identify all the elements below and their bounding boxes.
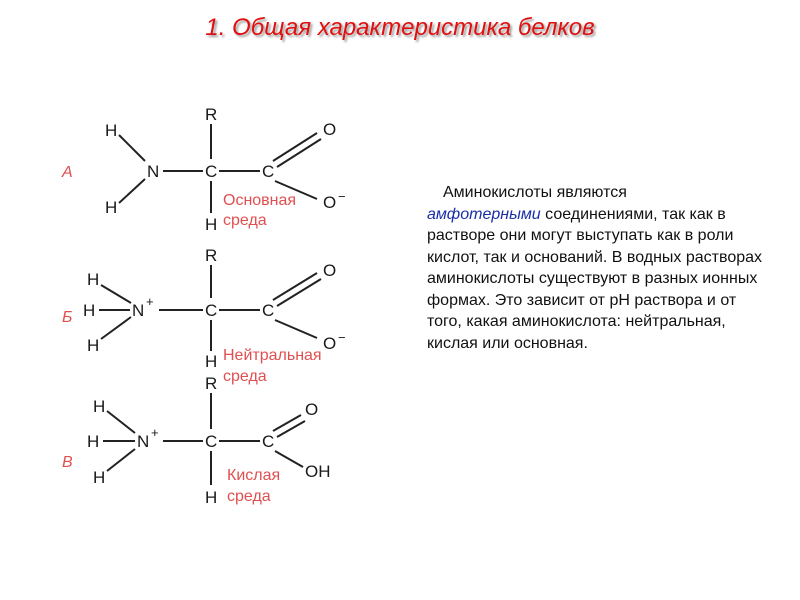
carboxylate-oxygen: O — [323, 193, 336, 212]
carboxyl-carbon: C — [262, 432, 274, 451]
hydrogen-atom: H — [205, 352, 217, 371]
carbonyl-oxygen: O — [305, 400, 318, 419]
nitrogen-atom: N — [147, 162, 159, 181]
panel-v: В H H H N + C R H C O OH Кислая среда — [62, 374, 331, 507]
hydrogen-atom: H — [205, 215, 217, 234]
hydrogen-atom: H — [105, 198, 117, 217]
negative-charge: − — [338, 189, 346, 204]
positive-charge: + — [151, 425, 159, 440]
panel-letter-a: А — [61, 164, 73, 181]
description-text: Аминокислоты являются амфотерными соедине… — [427, 182, 767, 354]
highlighted-term: амфотерными — [427, 205, 541, 223]
alpha-carbon: C — [205, 301, 217, 320]
hydrogen-atom: H — [93, 397, 105, 416]
medium-label: среда — [223, 368, 267, 385]
hydrogen-atom: H — [83, 301, 95, 320]
panel-b: Б H H H N + C R H C O O − Нейтральная ср… — [62, 246, 346, 385]
negative-charge: − — [338, 330, 346, 345]
medium-label: Основная — [223, 192, 296, 209]
panel-letter-b: Б — [62, 309, 72, 326]
medium-label: Нейтральная — [223, 347, 322, 364]
carbonyl-oxygen: O — [323, 120, 336, 139]
hydroxyl-group: OH — [305, 462, 331, 481]
alpha-carbon: C — [205, 432, 217, 451]
hydrogen-atom: H — [93, 468, 105, 487]
r-group: R — [205, 105, 217, 124]
description-part-2: соединениями, так как в растворе они мог… — [427, 205, 763, 352]
description-part-1: Аминокислоты являются — [443, 184, 627, 201]
hydrogen-atom: H — [87, 336, 99, 355]
hydrogen-atom: H — [205, 488, 217, 507]
medium-label: Кислая — [227, 467, 280, 484]
r-group: R — [205, 246, 217, 265]
r-group: R — [205, 374, 217, 393]
carboxyl-carbon: C — [262, 162, 274, 181]
page-title: 1. Общая характеристика белков — [205, 14, 595, 41]
positive-charge: + — [146, 294, 154, 309]
carboxylate-oxygen: O — [323, 334, 336, 353]
structural-formulas: А H H N C R H C O O − Основная среда — [61, 105, 346, 507]
medium-label: среда — [223, 212, 267, 229]
hydrogen-atom: H — [87, 432, 99, 451]
hydrogen-atom: H — [105, 121, 117, 140]
hydrogen-atom: H — [87, 270, 99, 289]
carbonyl-oxygen: O — [323, 261, 336, 280]
nitrogen-atom: N — [132, 301, 144, 320]
nitrogen-atom: N — [137, 432, 149, 451]
alpha-carbon: C — [205, 162, 217, 181]
panel-a: А H H N C R H C O O − Основная среда — [61, 105, 346, 234]
amino-acid-ionic-forms-diagram: А H H N C R H C O O − Основная среда — [55, 95, 375, 515]
medium-label: среда — [227, 488, 271, 505]
carboxyl-carbon: C — [262, 301, 274, 320]
panel-letter-v: В — [62, 454, 73, 471]
